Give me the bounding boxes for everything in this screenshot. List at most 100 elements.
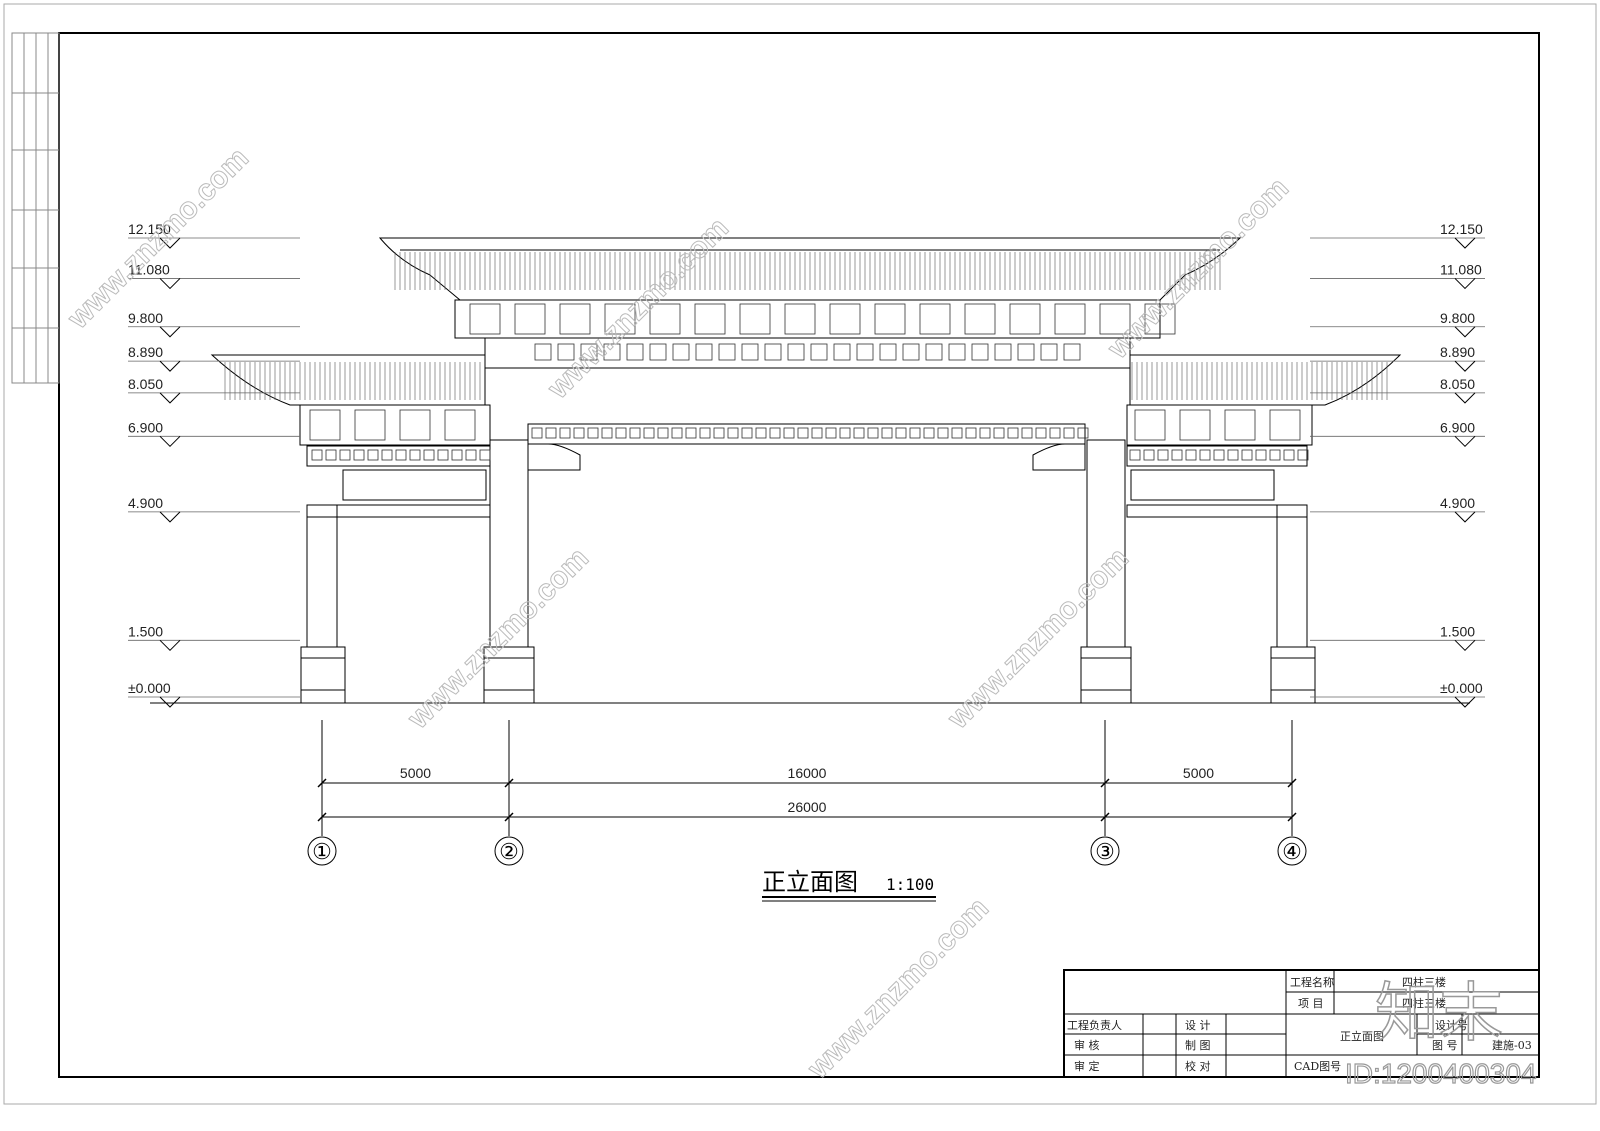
fret-square <box>810 343 828 361</box>
fret-square <box>367 449 379 461</box>
dimension-tick <box>1287 778 1297 788</box>
fret-square <box>881 427 893 439</box>
design-label: 设 计 <box>1185 1019 1211 1032</box>
elevation-triangle <box>1454 360 1476 372</box>
fret-square <box>1143 449 1155 461</box>
axis-bubble: ③ <box>1090 836 1120 866</box>
title-block-text: 工程名称 四柱三楼 项 目 四柱三楼 工程负责人 审 核 审 定 设 计 制 图… <box>1067 975 1532 1073</box>
bracket-cluster <box>399 409 431 441</box>
fret-square <box>787 343 805 361</box>
elevation-marker: 6.900 <box>128 419 300 448</box>
elevation-marker: 11.080 <box>1310 261 1485 290</box>
elevation-triangle <box>1454 326 1476 338</box>
elevation-label: 8.890 <box>1440 344 1475 360</box>
fret-square <box>971 343 989 361</box>
fret-square <box>1021 427 1033 439</box>
elevation-marker: 1.500 <box>128 623 300 652</box>
dimension-tick <box>504 778 514 788</box>
axis-label: ④ <box>1282 840 1302 865</box>
elevation-label: 4.900 <box>128 495 163 511</box>
watermark-site: www.znzmo.com <box>61 142 255 336</box>
fret-square <box>479 449 491 461</box>
left-roof <box>210 354 486 406</box>
fret-square <box>902 343 920 361</box>
bracket-cluster <box>1054 303 1086 335</box>
elevation-label: 6.900 <box>1440 419 1475 435</box>
fret-square <box>895 427 907 439</box>
elevation-label: 1.500 <box>1440 623 1475 639</box>
sheet-title: 正立面图 <box>1340 1029 1384 1043</box>
watermark-site: www.znzmo.com <box>941 542 1135 736</box>
elevation-label: 1.500 <box>128 623 163 639</box>
elevation-marker: 4.900 <box>1310 495 1485 523</box>
fret-square <box>1255 449 1267 461</box>
elevation-marker: 12.150 <box>1310 221 1485 249</box>
bracket-cluster <box>1179 409 1211 441</box>
elevation-label: 9.800 <box>1440 310 1475 326</box>
cad-no-label: CAD图号 <box>1294 1060 1341 1073</box>
column-4 <box>1270 504 1316 704</box>
elevation-label: 8.050 <box>128 376 163 392</box>
right-carved-panel <box>1130 469 1275 501</box>
left-signature-strip <box>11 32 60 384</box>
fret-square <box>783 427 795 439</box>
bracket-cluster <box>1144 303 1176 335</box>
fret-square <box>629 427 641 439</box>
column-1 <box>300 504 346 704</box>
fret-square <box>699 427 711 439</box>
fret-square <box>867 427 879 439</box>
elevation-triangle <box>159 392 181 404</box>
elevation-triangle <box>1454 696 1476 708</box>
elevation-triangle <box>1454 278 1476 290</box>
elevation-triangle <box>159 435 181 448</box>
watermarks: www.znzmo.com www.znzmo.com www.znzmo.co… <box>60 141 1537 1090</box>
dimension-tick <box>1287 812 1297 822</box>
fret-square <box>657 427 669 439</box>
fret-square <box>1297 449 1309 461</box>
elevation-triangle <box>159 326 181 338</box>
elevation-triangle <box>1454 237 1476 249</box>
bracket-cluster <box>694 303 726 335</box>
elevation-label: 8.050 <box>1440 376 1475 392</box>
bracket-cluster <box>559 303 591 335</box>
bracket-cluster <box>1009 303 1041 335</box>
dimension-tick <box>1100 812 1110 822</box>
drawing-frame <box>58 32 1540 1078</box>
archway-elevation <box>150 237 1470 704</box>
fret-square <box>1017 343 1035 361</box>
fret-square <box>685 427 697 439</box>
fret-square <box>951 427 963 439</box>
elevation-triangle <box>159 237 181 249</box>
fret-square <box>557 343 575 361</box>
elevation-marker: 4.900 <box>128 495 300 523</box>
bracket-cluster <box>604 303 636 335</box>
dimension-tick <box>1100 778 1110 788</box>
item-value: 四柱三楼 <box>1402 996 1446 1010</box>
fret-square <box>649 343 667 361</box>
drawing-scale: 1:100 <box>886 875 934 894</box>
main-bracket-set <box>454 299 1161 339</box>
fret-square <box>718 343 736 361</box>
bracket-right <box>1032 443 1086 471</box>
dimension-label: 5000 <box>1183 765 1214 781</box>
elevation-marker: 12.150 <box>128 221 300 249</box>
fret-square <box>1040 343 1058 361</box>
drawing-title: 正立面图 <box>762 868 858 896</box>
approve-label: 审 定 <box>1074 1059 1100 1073</box>
elevation-marker: 8.890 <box>128 344 300 372</box>
axis-label: ③ <box>1095 840 1115 865</box>
fret-square <box>979 427 991 439</box>
project-name: 四柱三楼 <box>1402 975 1446 989</box>
fret-square <box>672 343 690 361</box>
axis-bubble: ④ <box>1277 836 1307 866</box>
elevation-triangle <box>1454 511 1476 523</box>
fret-square <box>856 343 874 361</box>
fret-square <box>1171 449 1183 461</box>
dimension-total-label: 26000 <box>788 799 827 815</box>
fret-square <box>755 427 767 439</box>
bracket-cluster <box>829 303 861 335</box>
dimension-label: 16000 <box>788 765 827 781</box>
fret-square <box>671 427 683 439</box>
